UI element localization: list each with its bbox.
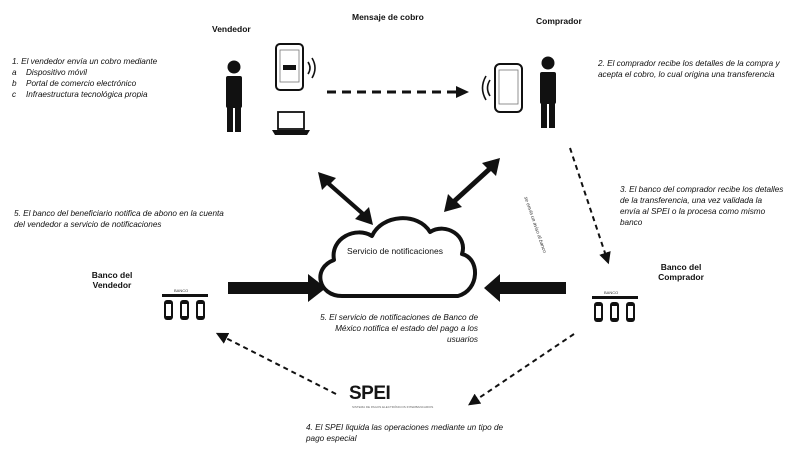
buyer-bank-label: Banco del Comprador: [658, 262, 704, 282]
buyer-bank-cloud-arrow: [484, 274, 566, 302]
buyer-cloud-arrow: [444, 158, 500, 212]
buyer-to-bank-arrow: [569, 147, 611, 265]
bank-mark: BANCO: [174, 288, 189, 293]
person-icon: [226, 60, 242, 132]
signal-icon: [481, 75, 491, 101]
seller-bank-label: Banco del Vendedor: [91, 270, 133, 290]
smartphone-icon: [275, 43, 304, 91]
laptop-icon: [272, 111, 310, 135]
person-icon: [540, 56, 556, 128]
seller-cloud-arrow: [318, 172, 373, 225]
step3-text: 3. El banco del comprador recibe los det…: [620, 185, 784, 227]
step5-bm-text: 5. El servicio de notificaciones de Banc…: [320, 313, 478, 344]
message-header: Mensaje de cobro: [352, 12, 424, 22]
step5-bank-text: 5. El banco del beneficiario notifica de…: [14, 209, 224, 229]
signal-icon: [307, 57, 316, 79]
bank-icon: [162, 294, 208, 320]
cloud-label: Servicio de notificaciones: [347, 246, 443, 256]
smartphone-icon: [494, 63, 523, 113]
cloud-icon: [318, 216, 477, 298]
spei-logo: SPEI: [349, 383, 391, 404]
step1-text: 1. El vendedor envía un cobro mediante a…: [12, 56, 208, 100]
seller-header: Vendedor: [212, 24, 251, 34]
seller-bank-cloud-arrow: [228, 274, 326, 302]
bank-icon: [592, 296, 638, 322]
step1-intro: 1. El vendedor envía un cobro mediante: [12, 57, 158, 66]
spei-to-seller-bank-arrow: [215, 332, 337, 395]
step2-text: 2. El comprador recibe los detalles de l…: [598, 59, 780, 79]
message-arrow: [327, 86, 469, 98]
step4-text: 4. El SPEI liquida las operaciones media…: [306, 423, 504, 443]
spei-tagline: SISTEMA DE PAGOS ELECTRÓNICOS INTERBANCA…: [352, 405, 434, 409]
bank-mark: BANCO: [604, 290, 619, 295]
bank-to-spei-arrow: [468, 333, 575, 406]
buyer-header: Comprador: [536, 16, 582, 26]
